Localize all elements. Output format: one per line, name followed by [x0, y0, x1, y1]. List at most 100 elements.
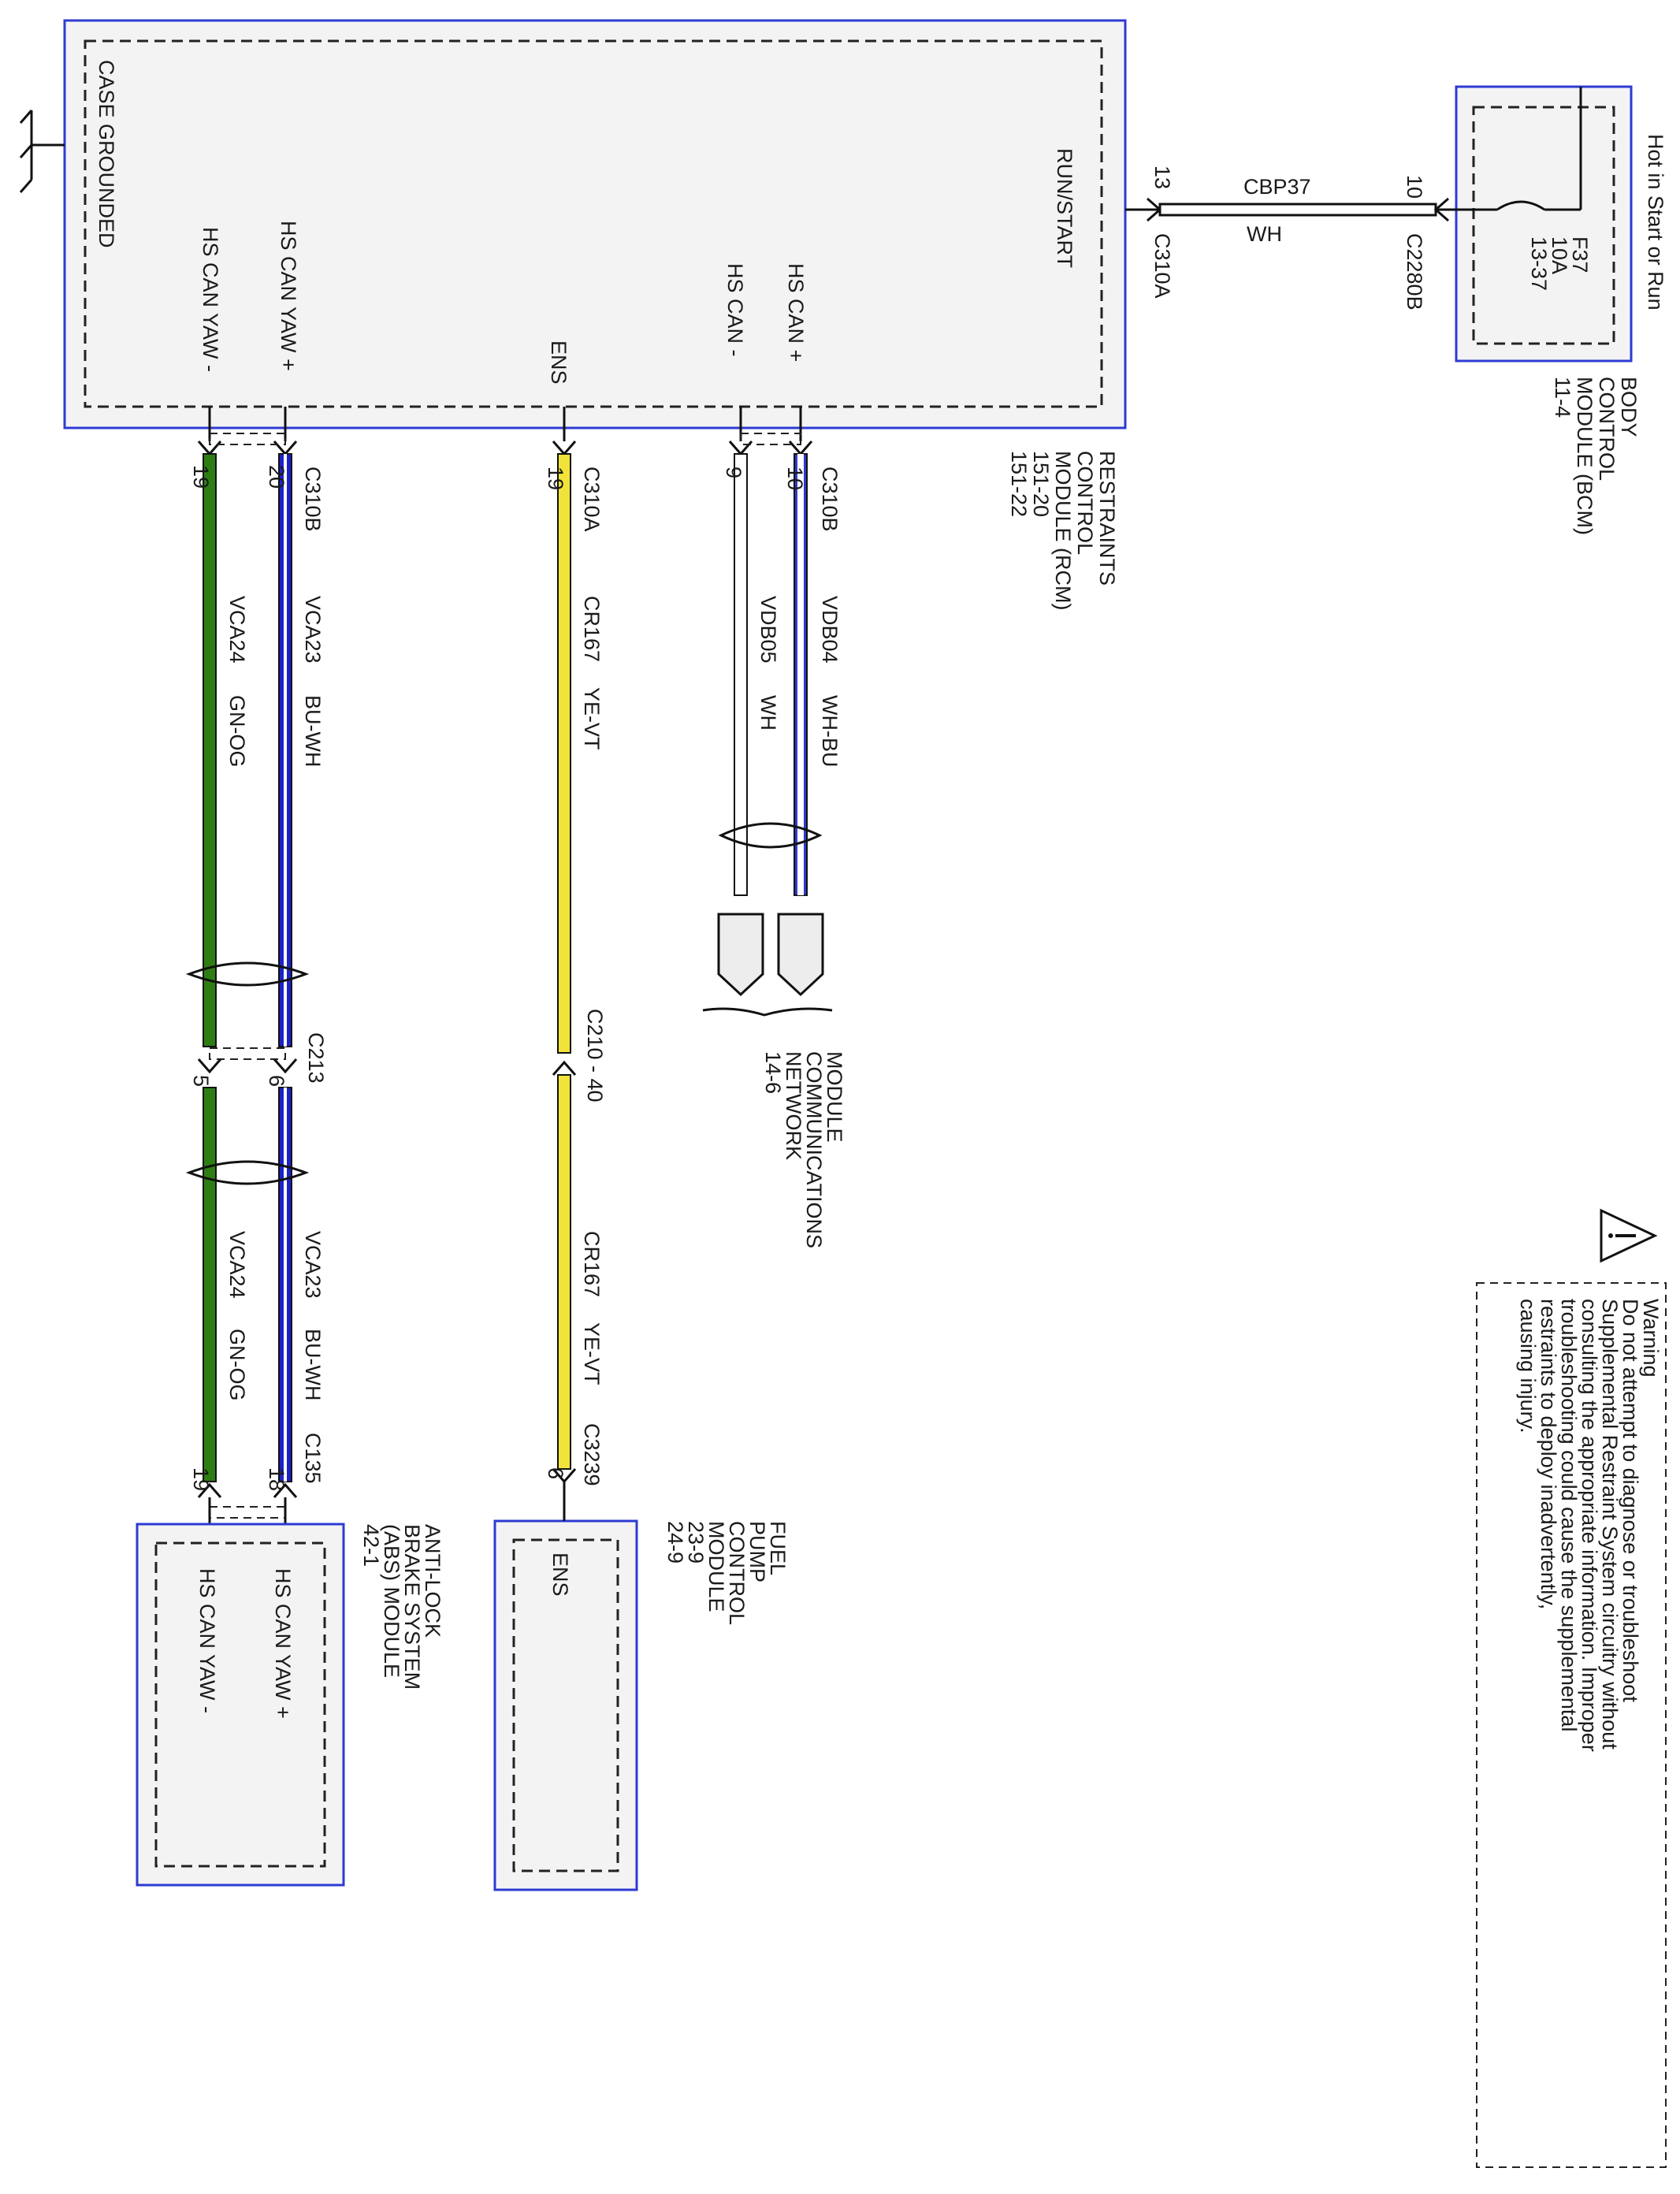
bcm-name-line: MODULE (BCM) — [1573, 377, 1596, 535]
abs-inner-dash — [154, 1541, 326, 1868]
hs-can-minus-pin-label: HS CAN - — [723, 263, 747, 357]
connector-shroud — [209, 1047, 286, 1060]
bcm-inner-dash — [1472, 106, 1615, 345]
fuse-icon — [1496, 200, 1545, 211]
fpcm-name-line: 24-9 — [663, 1521, 687, 1564]
bcm-feed-connector: C2280B — [1403, 233, 1426, 311]
wire-cr167-lower — [557, 1074, 571, 1470]
warning-text-line: Supplemental Restraint System circuitry … — [1598, 1299, 1622, 1750]
bcm-feed-pin: 10 — [1403, 175, 1426, 199]
ens-bottom-connector: C3239 — [580, 1423, 604, 1486]
warning-text-line: consulting the appropriate information. … — [1578, 1299, 1601, 1752]
warning-text-block: Warning Do not attempt to diagnose or tr… — [1516, 1299, 1663, 1752]
rcm-module — [63, 19, 1127, 430]
vca23-circuit-upper: VCA23 — [301, 596, 325, 664]
hs-can-yaw-minus-pin-label: HS CAN YAW - — [199, 227, 222, 372]
bcm-name-line: CONTROL — [1595, 377, 1619, 481]
network-name-line: MODULE — [823, 1051, 846, 1143]
fpcm-name-block: FUEL PUMP CONTROL MODULE 23-9 24-9 — [663, 1521, 790, 1625]
fuse-label-block: F37 10A 13-37 — [1527, 236, 1592, 291]
vca23-color-upper: BU-WH — [301, 695, 325, 767]
network-name-line: COMMUNICATIONS — [802, 1051, 826, 1248]
bcm-module — [1455, 85, 1633, 363]
warning-text-line: causing injury. — [1516, 1299, 1540, 1434]
rcm-name-line: 151-20 — [1029, 451, 1053, 517]
connector-shroud — [740, 433, 801, 445]
vca23-color-lower: BU-WH — [301, 1329, 325, 1400]
yaw-inline-pin-plus: 6 — [265, 1075, 288, 1087]
abs-name-line: ANTI-LOCK — [421, 1524, 444, 1638]
network-name-block: MODULE COMMUNICATIONS NETWORK 14-6 — [761, 1051, 846, 1248]
warning-block: Warning Do not attempt to diagnose or tr… — [1476, 1208, 1667, 2168]
rcm-inner-dash — [84, 39, 1103, 408]
fpcm-module: ENS FUEL PUMP CONTROL MODULE 23-9 24-9 — [493, 1516, 790, 1891]
twisted-pair-icon — [185, 961, 310, 987]
wire-cbp37 — [1158, 203, 1437, 217]
wire-vdb05 — [734, 453, 748, 896]
connector-arrow-icon — [552, 441, 577, 456]
fpcm-name-line: FUEL — [766, 1521, 790, 1575]
fuse-label-line: 13-37 — [1527, 236, 1551, 291]
wire-vca24-upper — [203, 453, 217, 1047]
can-bus-wires: C310B 10 9 VDB04 WH-BU VDB05 WH MODULE C… — [702, 407, 846, 1248]
case-grounded-label-g: CASE GROUNDED — [95, 60, 118, 248]
rcm-feed-connector: C310A — [1150, 233, 1174, 299]
vdb04-circuit: VDB04 — [818, 596, 842, 664]
rcm-box — [63, 19, 1127, 430]
fpcm-name-line: CONTROL — [725, 1521, 749, 1625]
twisted-pair-icon — [718, 822, 823, 849]
twisted-pair-icon — [185, 1160, 310, 1185]
rcm-name-line: MODULE (RCM) — [1051, 451, 1075, 611]
abs-name-line: (ABS) MODULE — [380, 1524, 403, 1678]
ens-top-connector: C310A — [580, 467, 604, 532]
fpcm-box — [493, 1519, 638, 1891]
rcm-name-line: RESTRAINTS — [1095, 451, 1119, 586]
bcm-name-line: BODY — [1617, 377, 1641, 437]
yaw-top-pin-plus: 20 — [265, 465, 288, 489]
run-start-pin-label: RUN/START — [1053, 148, 1076, 268]
network-brace-icon — [702, 1007, 833, 1017]
vdb04-color: WH-BU — [818, 695, 842, 767]
ens-inline-connector: C210 - 40 — [583, 1009, 607, 1103]
fuse-label-line: F37 — [1568, 236, 1592, 273]
fpcm-inner-dash — [512, 1538, 619, 1872]
ens-circuit-upper: CR167 — [580, 596, 604, 662]
fpcm-name-line: MODULE — [704, 1521, 728, 1612]
wire-vca24-lower — [203, 1087, 217, 1482]
rcm-name-line: 151-22 — [1007, 451, 1031, 517]
fuse-label-line: 10A — [1548, 236, 1571, 274]
case-grounded-label: CASE GROUNDED — [95, 60, 118, 248]
connector-shroud — [209, 1506, 286, 1519]
abs-pin-minus-label: HS CAN YAW - — [195, 1568, 219, 1713]
yaw-top-pin-minus: 19 — [189, 465, 213, 489]
can-minus-pin: 9 — [722, 467, 745, 478]
abs-name-line: BRAKE SYSTEM — [400, 1524, 424, 1690]
bcm-name-block: BODY CONTROL MODULE (BCM) 11-4 — [1551, 377, 1641, 535]
wire-cr167-upper — [557, 453, 571, 1054]
abs-name-line: 42-1 — [359, 1524, 383, 1567]
abs-name-block: ANTI-LOCK BRAKE SYSTEM (ABS) MODULE 42-1 — [359, 1524, 444, 1690]
rcm-feed-pin: 13 — [1150, 165, 1174, 189]
vca24-color-lower: GN-OG — [225, 1329, 249, 1401]
hs-can-yaw-plus-pin-label: HS CAN YAW + — [277, 221, 300, 371]
bcm-supply-note: Hot in Start or Run — [1644, 134, 1667, 311]
feed-circuit-label: CBP37 — [1243, 175, 1311, 199]
connector-arrow-icon — [728, 441, 753, 456]
ens-circuit-lower: CR167 — [580, 1231, 604, 1297]
warning-text-line: Do not attempt to diagnose or troublesho… — [1619, 1299, 1642, 1702]
connector-arrow-icon — [552, 1060, 577, 1076]
vca24-circuit-lower: VCA24 — [225, 1231, 249, 1299]
warning-dash-box — [1476, 1282, 1667, 2168]
bcm-box — [1455, 85, 1633, 363]
vca24-color-upper: GN-OG — [225, 695, 249, 768]
abs-module: HS CAN YAW + HS CAN YAW - ANTI-LOCK BRAK… — [136, 1523, 444, 1887]
connector-arrow-icon — [197, 1482, 222, 1498]
network-connector-icon — [717, 913, 764, 997]
ens-bottom-pin: 6 — [544, 1467, 567, 1479]
yaw-top-connector: C310B — [301, 467, 325, 532]
yaw-bottom-pin-plus: 18 — [265, 1467, 288, 1491]
ens-pin-label: ENS — [547, 340, 571, 385]
fpcm-name-line: 23-9 — [684, 1521, 708, 1564]
network-name-line: 14-6 — [761, 1051, 785, 1094]
